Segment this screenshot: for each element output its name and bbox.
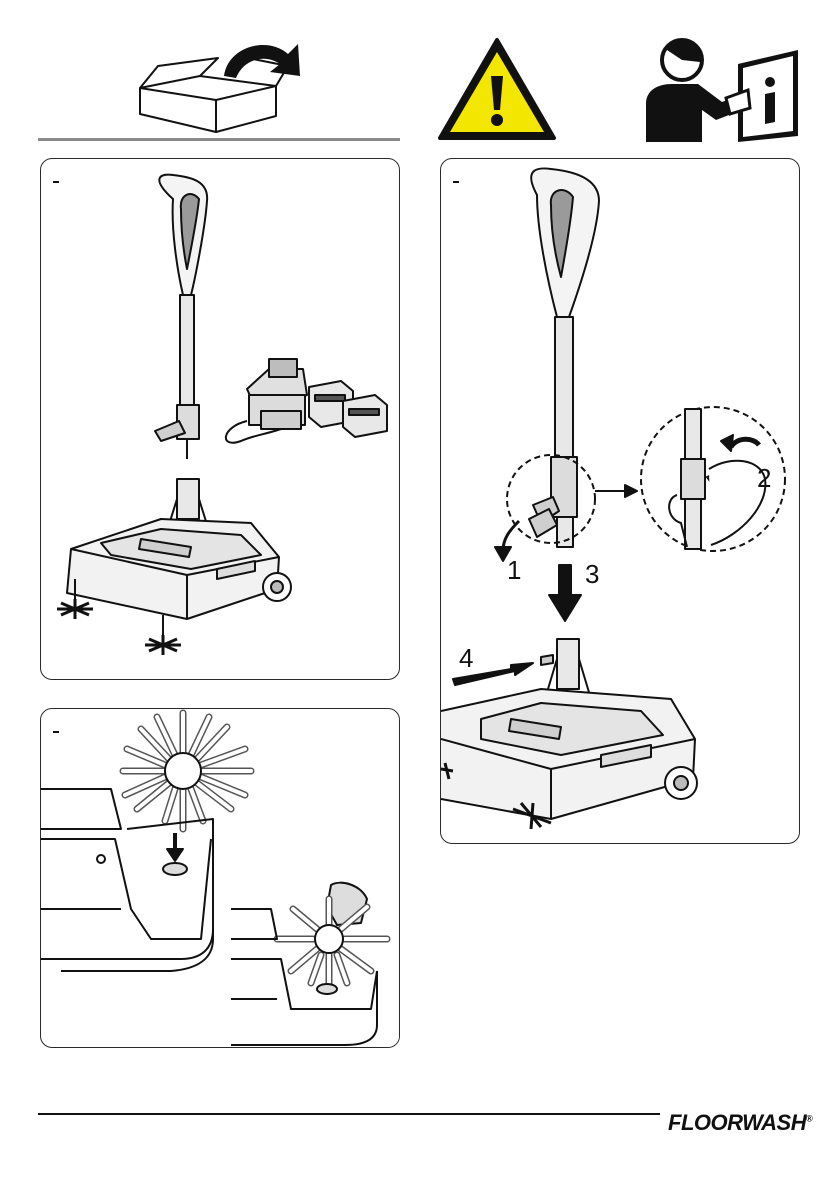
open-box-icon [128,36,318,136]
step-label-1: 1 [507,555,521,586]
brush-fitting-illustration [41,709,400,1048]
registered-mark: ® [806,1114,812,1124]
brand-name: FLOORWASH [668,1110,806,1135]
panel-contents [40,158,400,680]
assembly-illustration [441,159,800,844]
handle-shaft [555,317,573,457]
brush-star-large [123,713,251,829]
charger-and-batteries [226,359,387,443]
step-label-4: 4 [459,643,473,674]
read-manual-icon [642,38,802,142]
contents-illustration [41,159,400,680]
sweeper-base [67,479,291,619]
warning-triangle-icon [436,36,558,142]
header-divider [38,138,400,141]
handle-shaft [180,295,194,405]
panel-side-brush-fitting [40,708,400,1048]
arrow-down [549,565,581,621]
step-label-3: 3 [585,559,599,590]
step-label-2: 2 [757,463,771,494]
brush-star-small [231,879,400,1048]
panel-handle-assembly: 1 2 3 4 [440,158,800,844]
brand-logo: FLOORWASH® [668,1110,812,1136]
sweeper-base [441,639,697,829]
footer-divider [38,1113,660,1115]
